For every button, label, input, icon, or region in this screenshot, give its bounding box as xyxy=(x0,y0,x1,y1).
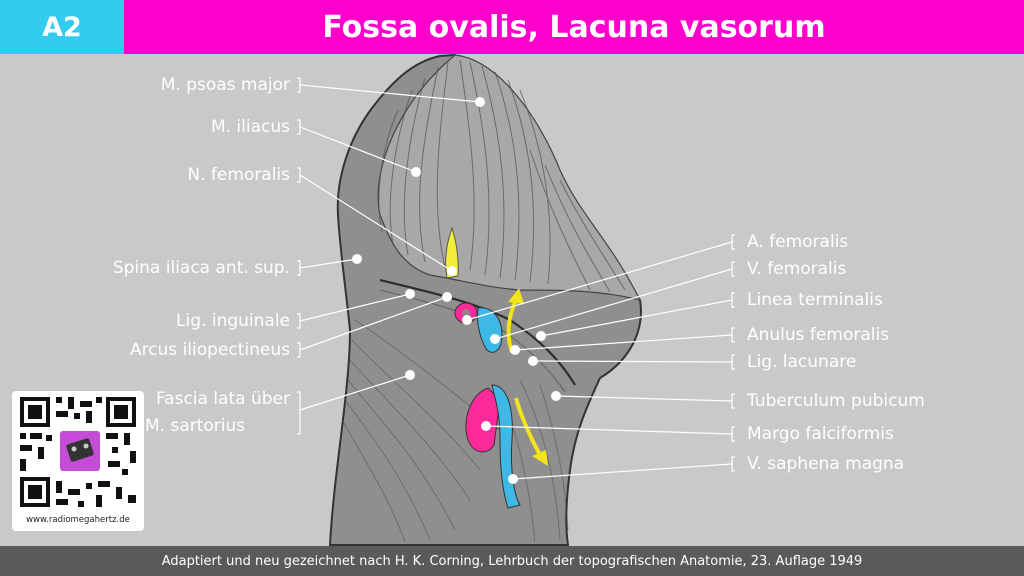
slide-badge: A2 xyxy=(0,0,124,54)
label-iliacus: M. iliacus xyxy=(211,117,290,137)
label-femoral-vein: V. femoralis xyxy=(747,259,846,279)
label-femoral-nerve: N. femoralis xyxy=(187,165,290,185)
label-tuberculum-pubicum: Tuberculum pubicum xyxy=(747,391,925,411)
qr-code-icon xyxy=(12,391,144,513)
label-inguinal-ligament: Lig. inguinale xyxy=(176,311,290,331)
label-arcus-iliopectineus: Arcus iliopectineus xyxy=(130,340,290,360)
label-margo-falciformis: Margo falciformis xyxy=(747,424,894,444)
slide-title: Fossa ovalis, Lacuna vasorum xyxy=(124,0,1024,54)
footer-credit: Adaptiert und neu gezeichnet nach H. K. … xyxy=(0,546,1024,576)
header-bar: A2 Fossa ovalis, Lacuna vasorum xyxy=(0,0,1024,54)
label-fascia-lata: Fascia lata über xyxy=(156,389,290,409)
label-lig-lacunare: Lig. lacunare xyxy=(747,352,856,372)
label-saphena-magna: V. saphena magna xyxy=(747,454,904,474)
label-linea-terminalis: Linea terminalis xyxy=(747,290,883,310)
qr-url[interactable]: www.radiomegahertz.de xyxy=(12,515,144,525)
illustration-area: M. psoas major M. iliacus N. femoralis S… xyxy=(0,54,1024,546)
label-anulus-femoralis: Anulus femoralis xyxy=(747,325,889,345)
label-sartorius: M. sartorius xyxy=(145,416,245,436)
label-psoas-major: M. psoas major xyxy=(161,75,290,95)
label-femoral-artery: A. femoralis xyxy=(747,232,848,252)
label-spina-iliaca: Spina iliaca ant. sup. xyxy=(113,258,290,278)
qr-card[interactable]: www.radiomegahertz.de xyxy=(12,391,144,531)
